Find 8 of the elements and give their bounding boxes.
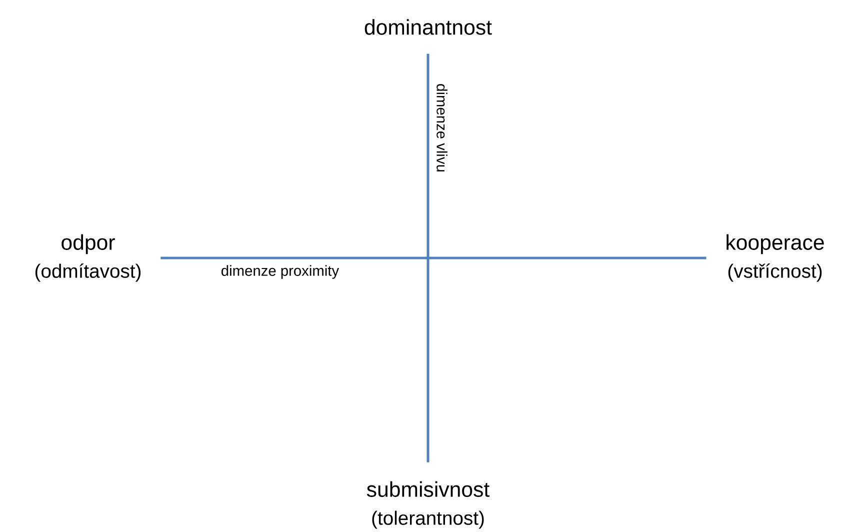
pole-label: dominantnost: [364, 19, 492, 35]
axis-line: [426, 54, 430, 462]
edge-label: dimenze vlivu: [436, 84, 448, 172]
edge-label: dimenze proximity: [222, 265, 340, 279]
axis-line: [160, 256, 706, 260]
pole-label: odpor (odmítavost): [35, 234, 141, 282]
pole-label: kooperace (vstřícnost): [726, 234, 824, 282]
pole-label: submisivnost (tolerantnost): [366, 481, 490, 529]
